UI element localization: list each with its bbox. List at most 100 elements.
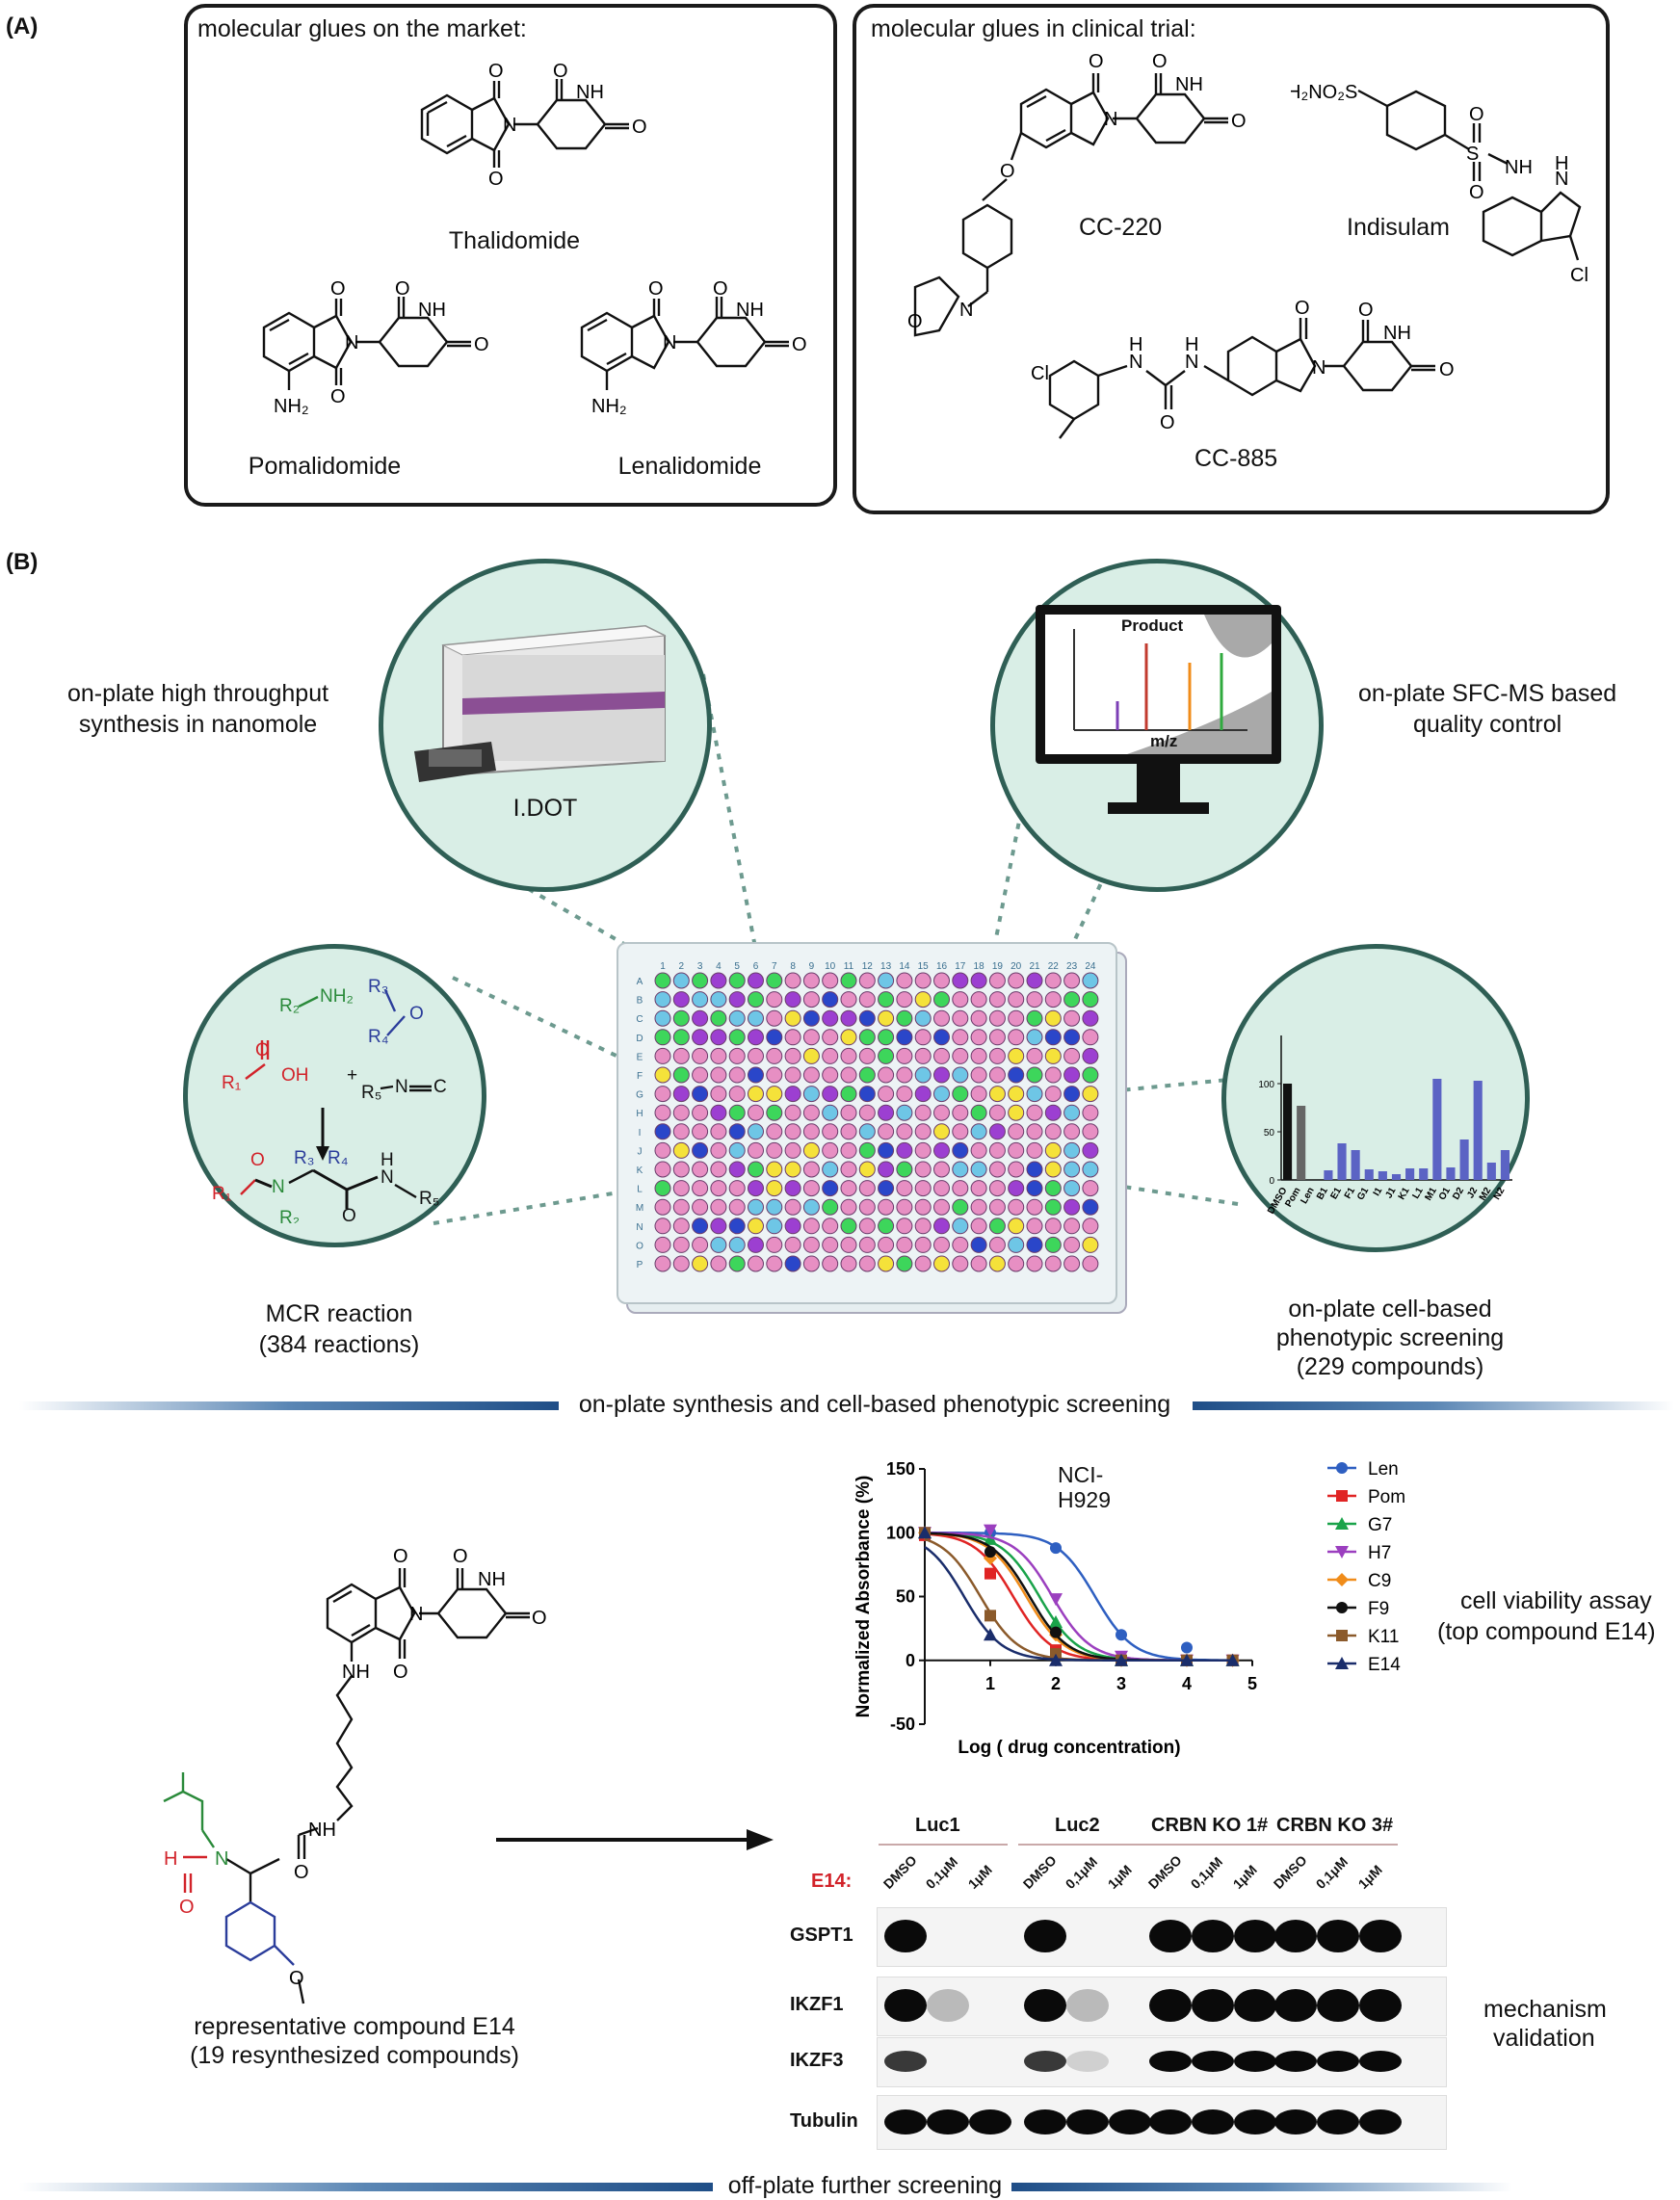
bar (1405, 1168, 1415, 1180)
plate-well (952, 1104, 969, 1121)
mcr-caption-line1: MCR reaction (265, 1300, 413, 1327)
blot-band (1149, 2108, 1192, 2135)
plate-well (692, 972, 709, 989)
plate-well (858, 1161, 876, 1178)
clinical-box (853, 4, 1610, 514)
line-x-tick-label: 1 (985, 1674, 995, 1693)
plate-well (1044, 1198, 1062, 1216)
plate-well (914, 1255, 932, 1272)
plate-col-label: 22 (1048, 961, 1060, 972)
plate-well (822, 1198, 839, 1216)
plate-well (748, 972, 764, 989)
plate-well (914, 1086, 932, 1103)
svg-text:NH: NH (1175, 74, 1203, 95)
plate-well (672, 1029, 690, 1046)
plate-well (1008, 1086, 1025, 1103)
plate-well (1082, 1104, 1099, 1121)
svg-text:O: O (294, 1862, 309, 1883)
plate-well (933, 1236, 950, 1253)
plate-well (1026, 1066, 1043, 1084)
section2-title: off-plate further screening (718, 2172, 1012, 2200)
indisulam-structure: H₂NO₂S S O O NH N H Cl (1291, 82, 1588, 286)
plate-well (952, 1198, 969, 1216)
plate-well (933, 1086, 950, 1103)
svg-text:O: O (393, 1546, 408, 1567)
plate-well (914, 1123, 932, 1140)
plate-well (728, 1066, 746, 1084)
blot-band (1274, 2051, 1317, 2072)
plate-well (822, 1047, 839, 1064)
plate-col-label: 2 (679, 961, 685, 972)
plate-well (692, 1141, 709, 1159)
plate-well (1063, 1086, 1081, 1103)
section1-bar-left (19, 1401, 559, 1410)
bar-category-label: K1 (1397, 1186, 1412, 1202)
svg-text:H: H (1185, 334, 1198, 355)
plate-well (933, 1066, 950, 1084)
plate-well (766, 1123, 783, 1140)
series-line-c9 (924, 1532, 1233, 1662)
plate-well (896, 1029, 913, 1046)
plate-well (802, 1161, 820, 1178)
bar-category-label: D2 (1451, 1186, 1466, 1202)
plate-well (1026, 1218, 1043, 1235)
plate-well (914, 1141, 932, 1159)
plate-well (840, 1141, 857, 1159)
treatment-lane-label: DMSO (1270, 1851, 1310, 1892)
plate-well (970, 1066, 987, 1084)
svg-text:N: N (1129, 352, 1142, 373)
plate-well (914, 1236, 932, 1253)
plate-well (1082, 1123, 1099, 1140)
plate-well (802, 1198, 820, 1216)
section2-bar-right (1011, 2183, 1512, 2191)
plate-well (692, 1066, 709, 1084)
legend-label: C9 (1368, 1571, 1391, 1591)
plate-well (914, 1029, 932, 1046)
svg-text:O: O (330, 386, 346, 407)
plate-well (1063, 1141, 1081, 1159)
plate-well (878, 1029, 895, 1046)
plate-well (970, 1141, 987, 1159)
svg-text:O: O (250, 1150, 265, 1170)
plate-well (710, 1218, 727, 1235)
plate-well (1082, 1218, 1099, 1235)
protein-label: IKZF3 (790, 2050, 844, 2071)
plate-well (784, 1009, 801, 1027)
plate-well (878, 1161, 895, 1178)
plate-well (1044, 1141, 1062, 1159)
plate-row-label: G (636, 1090, 643, 1101)
svg-text:O: O (453, 1546, 468, 1567)
svg-text:O: O (474, 334, 489, 355)
plate-well (710, 1255, 727, 1272)
svg-text:N: N (215, 1848, 228, 1870)
blot-band (1024, 1989, 1066, 2022)
blot-band (1149, 2051, 1192, 2072)
plate-well (748, 1236, 764, 1253)
plate-well (988, 1161, 1006, 1178)
e14-structure: O O N O NH O NH NH O N H O O (163, 1546, 547, 2004)
mechanism-caption-line2: validation (1493, 2025, 1595, 2052)
plate-well (970, 1104, 987, 1121)
plate-well (1082, 1047, 1099, 1064)
plate-well (1082, 1198, 1099, 1216)
plate-well (710, 1180, 727, 1197)
plate-well (784, 1141, 801, 1159)
data-point (1181, 1641, 1193, 1654)
plate-well (654, 1009, 671, 1027)
treatment-lane-label: 0,1μM (1187, 1853, 1226, 1892)
line-y-tick-label: 50 (896, 1587, 915, 1607)
bar (1432, 1079, 1442, 1180)
bar (1473, 1081, 1483, 1180)
plate-well (1063, 1066, 1081, 1084)
plate-well (802, 1009, 820, 1027)
viability-caption-line1: cell viability assay (1460, 1587, 1652, 1614)
plate-well (970, 1236, 987, 1253)
svg-text:R₅: R₅ (361, 1083, 381, 1103)
bar-category-label: J2 (1465, 1186, 1480, 1201)
western-group-label: Luc1 (915, 1815, 960, 1836)
plate-well (654, 991, 671, 1008)
plate-well (878, 1218, 895, 1235)
plate-well (858, 1255, 876, 1272)
plate-well (728, 1047, 746, 1064)
series-line-e14 (924, 1546, 1233, 1662)
